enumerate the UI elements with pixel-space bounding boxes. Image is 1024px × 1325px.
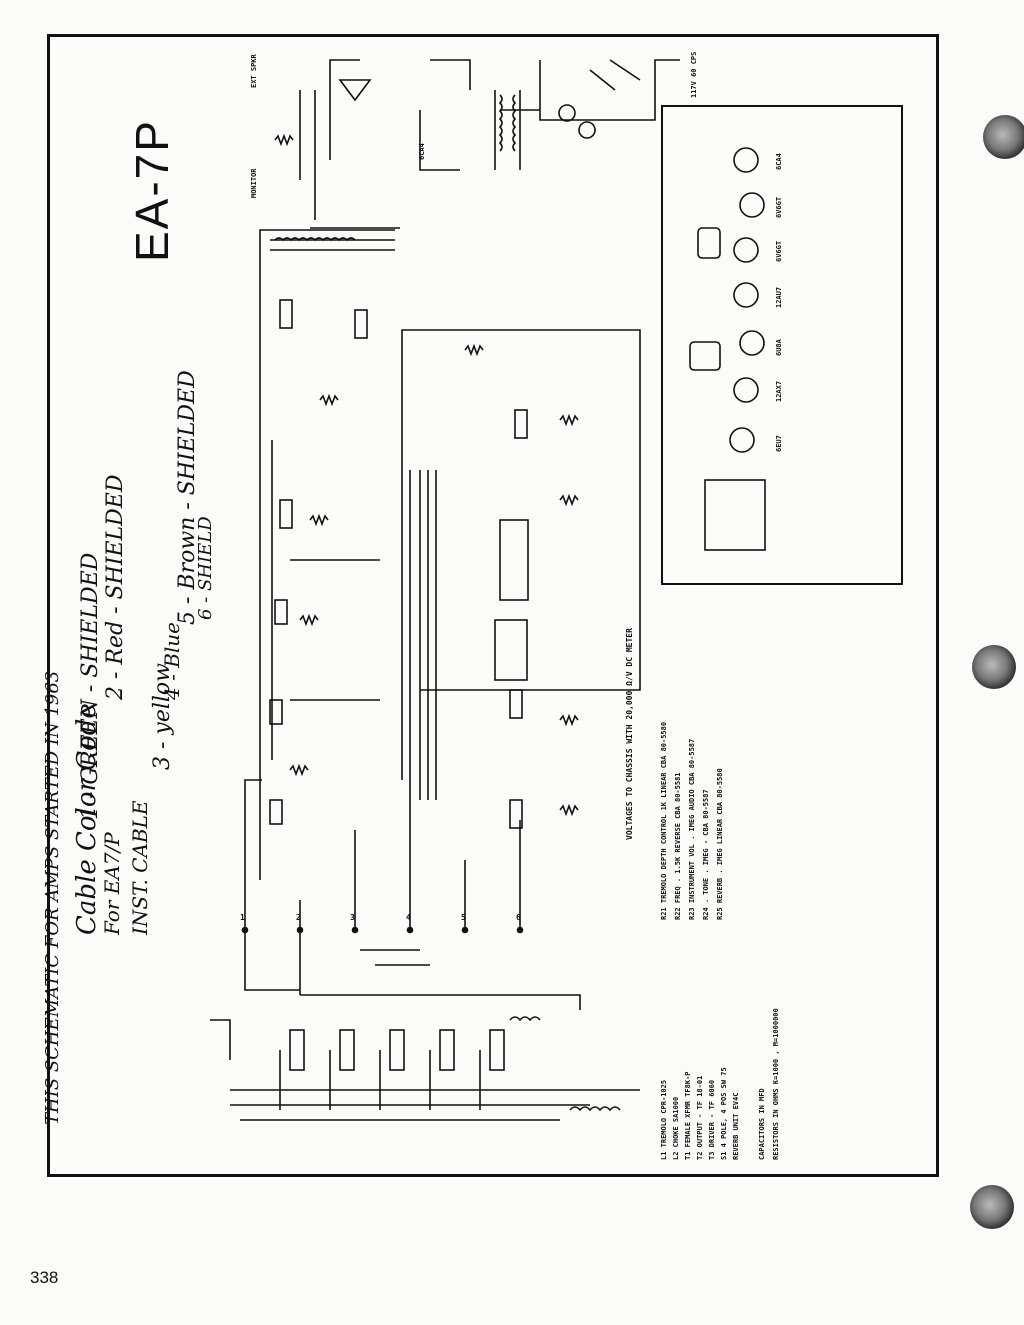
parts-item: S1 4 POLE, 4 POS SW 75 xyxy=(720,1067,728,1160)
control-item: R25 REVERB . IMEG LINEAR CBA 80-5580 xyxy=(716,768,724,920)
monitor-label: MONITOR xyxy=(250,168,258,198)
tube-label: 6EU7 xyxy=(775,435,783,452)
tube-label: 12AX7 xyxy=(775,380,783,402)
binder-hole xyxy=(983,115,1024,159)
parts-item: T1 FEMALE XFMR TF8K-P xyxy=(684,1071,692,1160)
parts-item: L1 TREMOLO CPR-1025 xyxy=(660,1079,668,1160)
connector-5: 5 xyxy=(461,913,466,922)
parts-item: T3 DRIVER - TF 6060 xyxy=(708,1079,716,1160)
tube-label: 6U8A xyxy=(775,339,783,356)
control-item: R22 FREQ . 1.5K REVERSE CBA 80-5581 xyxy=(674,772,682,920)
tube-label: 6V6GT xyxy=(775,196,783,218)
control-item: R21 TREMOLO DEPTH CONTROL 1K LINEAR CBA … xyxy=(660,721,668,920)
page-number: 338 xyxy=(30,1268,59,1287)
parts-item: L2 CHOKE SA1000 xyxy=(672,1096,680,1160)
wire-1: 1 - GREEN - SHIELDED xyxy=(78,552,103,820)
connector-1: 1 xyxy=(240,913,245,922)
model-title: EA-7P xyxy=(126,119,178,262)
connector-3: 3 xyxy=(350,913,355,922)
capacitors-note: CAPACITORS IN MFD xyxy=(758,1088,766,1160)
schematic-frame xyxy=(47,34,939,1177)
tube-label: 6CA4 xyxy=(775,153,783,170)
control-item: R24 . TONE . IMEG - CBA 80-5587 xyxy=(702,789,710,920)
wire-4: 4 - Blue xyxy=(160,621,184,700)
tube-label: 6V6GT xyxy=(775,240,783,262)
control-item: R23 INSTRUMENT VOL . IMEG AUDIO CBA 80-5… xyxy=(688,738,696,920)
ext-speaker-label: EXT SPKR xyxy=(250,54,258,88)
connector-4: 4 xyxy=(406,913,411,922)
connector-6: 6 xyxy=(516,913,521,922)
wire-6: 6 - SHIELD xyxy=(195,516,216,620)
handwritten-header: THIS SCHEMATIC FOR AMPS STARTED IN 1963 xyxy=(42,670,63,1125)
tube-label: 6CA4 xyxy=(418,143,426,160)
cable-type-line: INST. CABLE xyxy=(128,800,152,935)
cable-model-line: For EA7/P xyxy=(100,832,124,935)
parts-item: T2 OUTPUT - TF 18-01 xyxy=(696,1075,704,1160)
binder-hole xyxy=(972,645,1016,689)
binder-hole xyxy=(970,1185,1014,1229)
voltages-note: VOLTAGES TO CHASSIS WITH 20,000 Ω/V DC M… xyxy=(625,628,634,840)
connector-2: 2 xyxy=(296,913,301,922)
wire-2: 2 - Red - SHIELDED xyxy=(103,474,128,700)
resistors-note: RESISTORS IN OHMS K=1000 , M=1000000 xyxy=(772,1008,780,1160)
parts-item: REVERB UNIT EV4C xyxy=(732,1092,740,1160)
tube-label: 12AU7 xyxy=(775,286,783,308)
power-label: 117V 60 CPS xyxy=(690,51,698,98)
